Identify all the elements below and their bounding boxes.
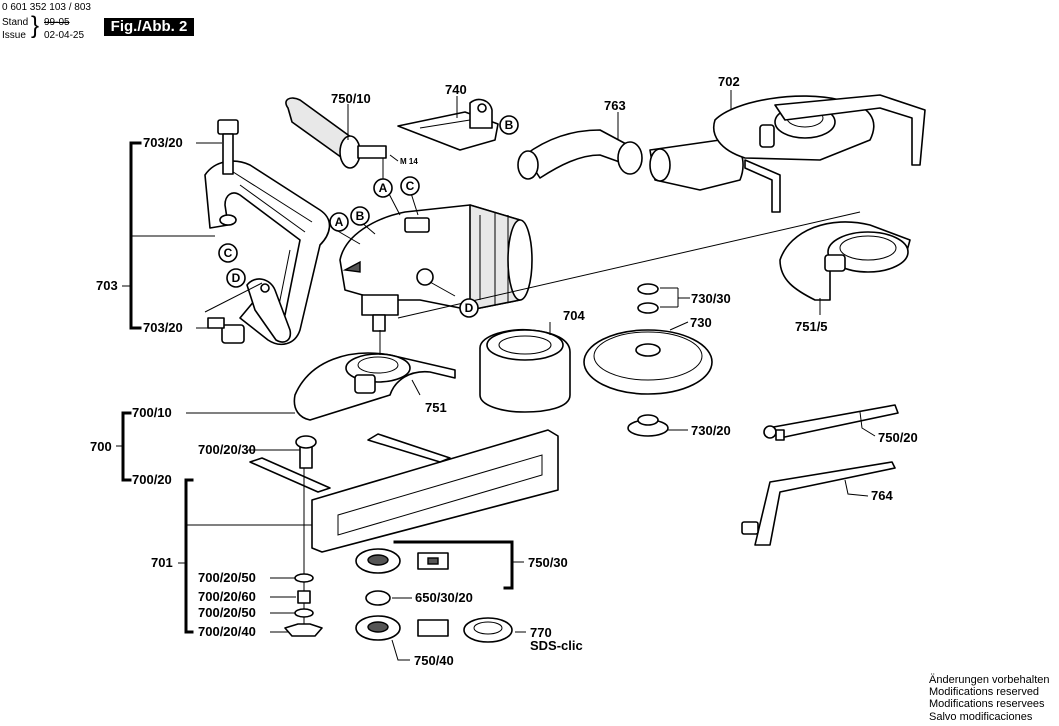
label-703: 703 xyxy=(96,278,118,293)
side-handle-drawing xyxy=(285,97,399,180)
modification-notes: Änderungen vorbehalten Modifications res… xyxy=(929,674,1049,723)
marker-d2: D xyxy=(459,298,479,318)
bracket-703 xyxy=(122,141,263,330)
label-700-20-30: 700/20/30 xyxy=(198,442,256,457)
figure-label: Fig./Abb. 2 xyxy=(104,18,194,36)
marker-b1: B xyxy=(499,115,519,135)
label-701: 701 xyxy=(151,555,173,570)
doc-number: 0 601 352 103 / 803 xyxy=(2,2,91,13)
marker-d1: D xyxy=(226,268,246,288)
label-730: 730 xyxy=(690,315,712,330)
label-703-20-bottom: 703/20 xyxy=(143,320,183,335)
stand-label: Stand xyxy=(2,17,29,28)
cutting-guide-drawing xyxy=(249,429,559,553)
label-763: 763 xyxy=(604,98,626,113)
issue-label: Issue xyxy=(2,30,26,41)
brace-icon: } xyxy=(31,12,40,39)
note-es: Salvo modificaciones xyxy=(929,710,1033,723)
issue-value: 02-04-25 xyxy=(44,30,85,41)
label-700-20-60: 700/20/60 xyxy=(198,589,256,604)
note-en: Modifications reserved xyxy=(929,686,1040,699)
svg-text:C: C xyxy=(224,246,233,260)
label-750-20: 750/20 xyxy=(878,430,918,445)
label-751-5: 751/5 xyxy=(795,319,828,334)
label-750-30: 750/30 xyxy=(528,555,568,570)
label-700-10: 700/10 xyxy=(132,405,172,420)
marker-c1: C xyxy=(400,176,420,196)
bracket-plate-drawing xyxy=(397,96,499,151)
label-750-40: 750/40 xyxy=(414,653,454,668)
stand-value: 99-05 xyxy=(44,17,70,28)
spanner-764-drawing xyxy=(741,461,896,546)
label-740: 740 xyxy=(445,82,467,97)
hardware-stack-drawing xyxy=(284,573,323,637)
svg-text:D: D xyxy=(232,271,241,285)
extraction-guard-drawing xyxy=(713,90,926,213)
label-764: 764 xyxy=(871,488,893,503)
marker-a1: A xyxy=(373,178,393,198)
label-703-20-top: 703/20 xyxy=(143,135,183,150)
label-770: 770 xyxy=(530,625,552,640)
extraction-hood-704-drawing xyxy=(479,322,571,413)
label-sds-clic: SDS-clic xyxy=(530,638,583,653)
label-730-30: 730/30 xyxy=(691,291,731,306)
label-700-20-50-a: 700/20/50 xyxy=(198,570,256,585)
svg-text:B: B xyxy=(505,118,514,132)
label-650-30-20: 650/30/20 xyxy=(415,590,473,605)
label-704: 704 xyxy=(563,308,585,323)
svg-text:A: A xyxy=(379,181,388,195)
flange-set-drawing xyxy=(355,540,526,661)
marker-a2: A xyxy=(329,212,349,232)
svg-text:A: A xyxy=(335,215,344,229)
marker-b2: B xyxy=(350,206,370,226)
label-702: 702 xyxy=(718,74,740,89)
protection-guard-751-5-drawing xyxy=(779,221,911,315)
note-de: Änderungen vorbehalten xyxy=(929,674,1050,686)
label-700: 700 xyxy=(90,439,112,454)
label-m14: M 14 xyxy=(400,157,418,166)
svg-text:B: B xyxy=(356,209,365,223)
note-fr: Modifications reservees xyxy=(929,698,1045,711)
extraction-hose-drawing xyxy=(517,112,744,191)
label-700-20: 700/20 xyxy=(132,472,172,487)
svg-text:D: D xyxy=(465,301,474,315)
loop-handle-drawing xyxy=(204,119,331,346)
protection-guard-751-drawing xyxy=(293,330,456,421)
label-750-10: 750/10 xyxy=(331,91,371,106)
label-700-20-50-b: 700/20/50 xyxy=(198,605,256,620)
svg-text:C: C xyxy=(406,179,415,193)
label-700-20-40: 700/20/40 xyxy=(198,624,256,639)
angle-grinder-drawing xyxy=(335,189,533,332)
spanner-750-20-drawing xyxy=(763,404,899,441)
backing-pad-drawing xyxy=(583,283,713,437)
marker-c2: C xyxy=(218,243,238,263)
label-751: 751 xyxy=(425,400,447,415)
label-730-20: 730/20 xyxy=(691,423,731,438)
